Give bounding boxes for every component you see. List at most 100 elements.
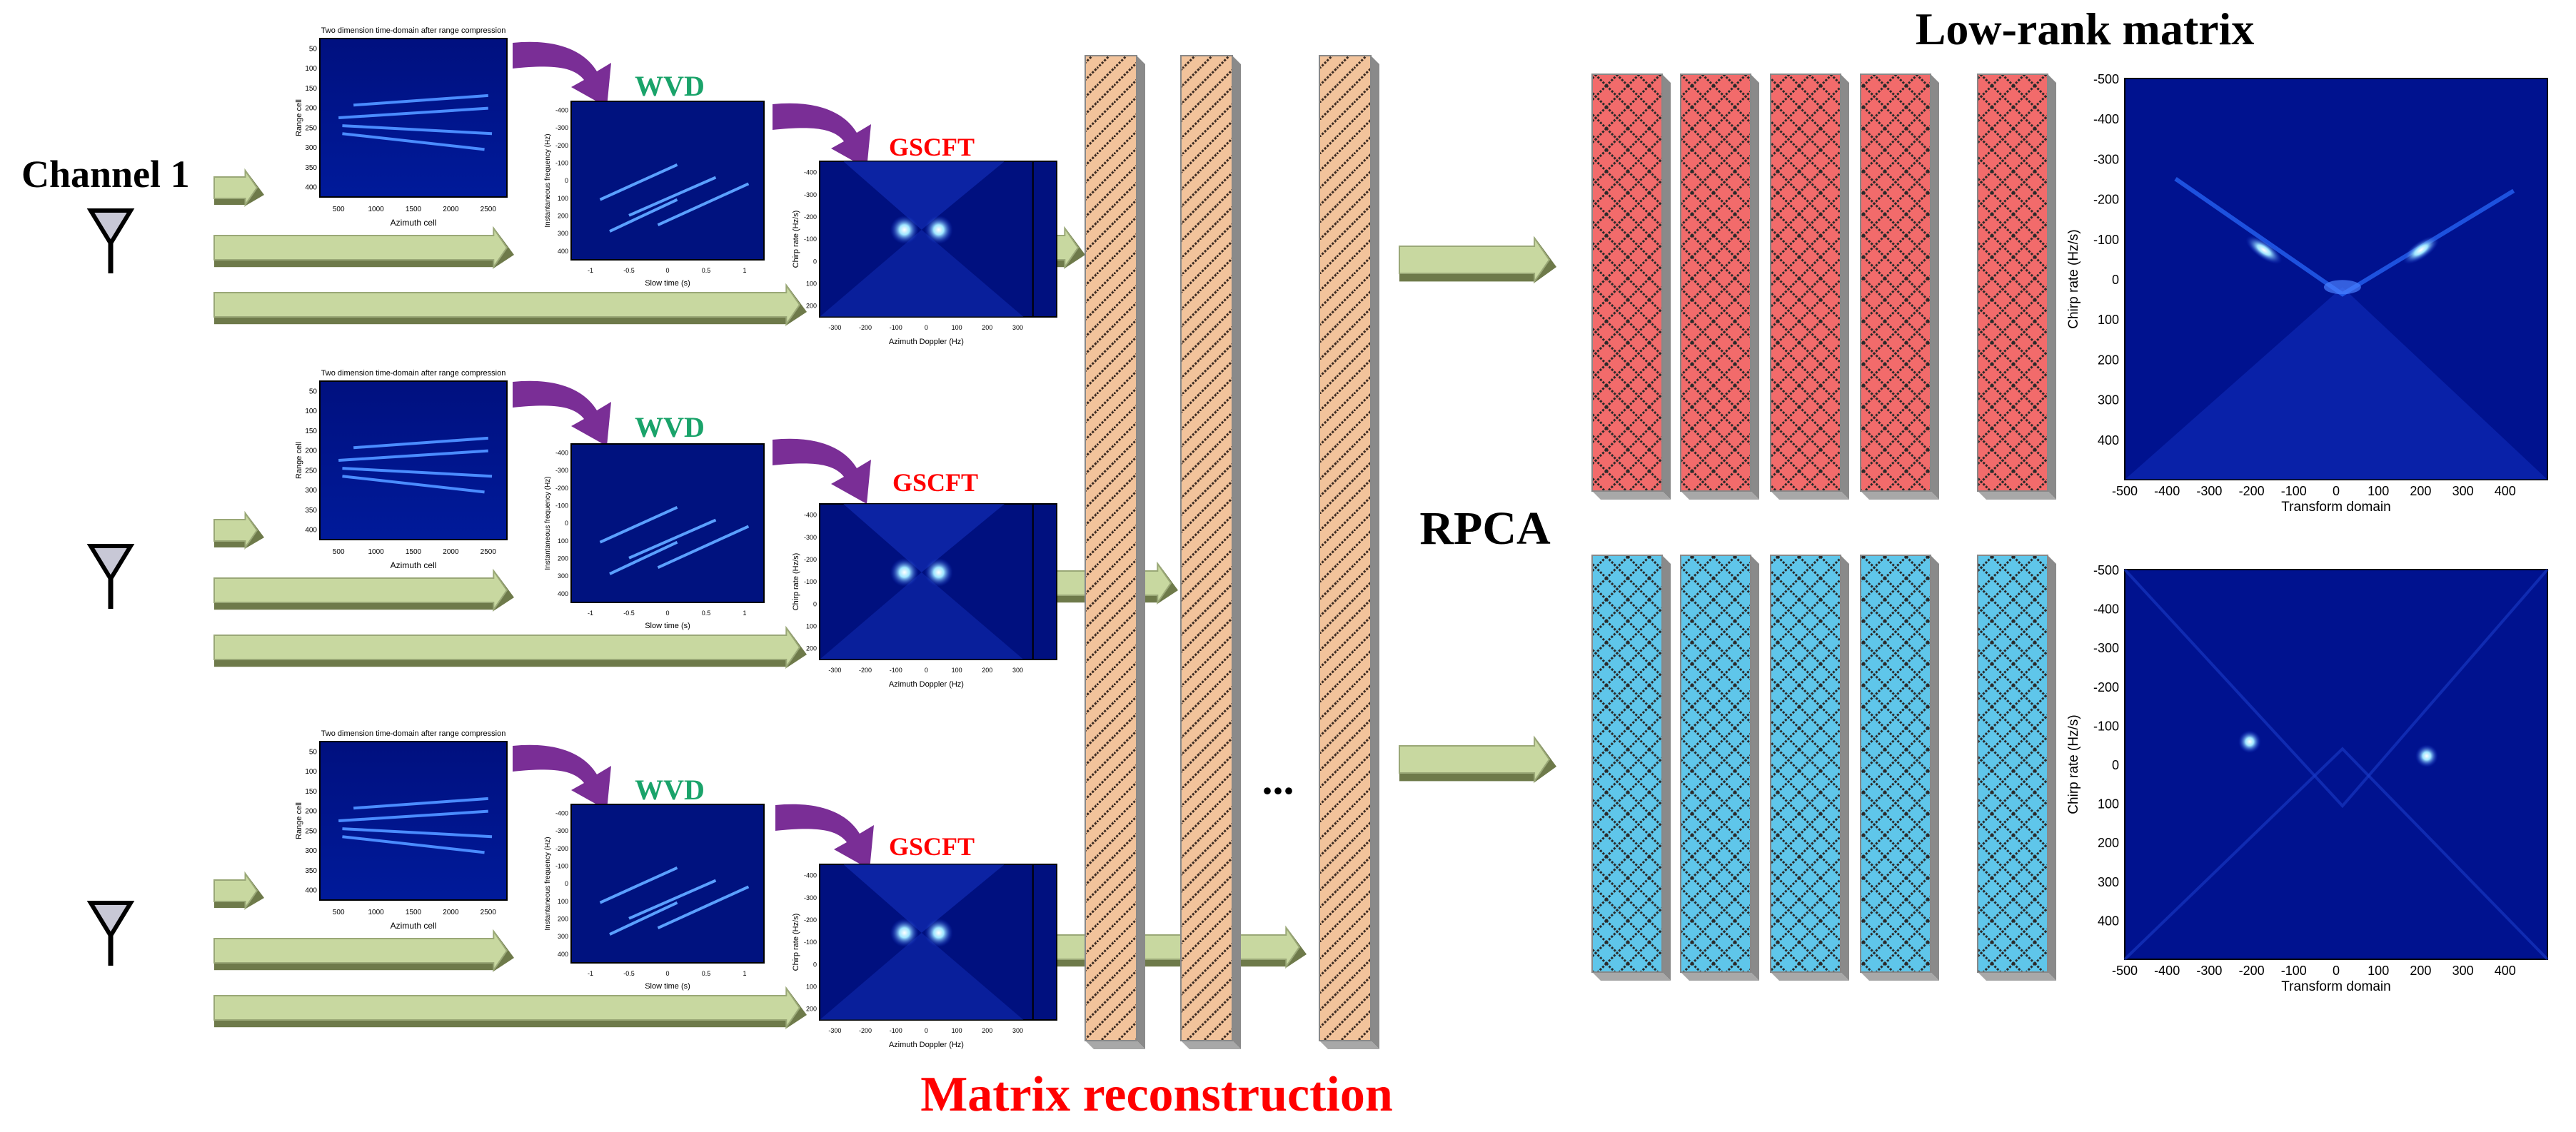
tick-label: 200 bbox=[558, 555, 568, 562]
sparse-column bbox=[1680, 555, 1759, 981]
tick-label: 200 bbox=[2410, 484, 2431, 498]
tick-label: 300 bbox=[2098, 393, 2119, 408]
tick-label: 200 bbox=[982, 667, 992, 674]
tick-label: -300 bbox=[2196, 964, 2222, 978]
tick-label: -400 bbox=[804, 512, 817, 519]
signal-arrow bbox=[213, 283, 807, 327]
tick-label: 100 bbox=[305, 768, 317, 776]
tick-label: 0 bbox=[925, 1027, 928, 1034]
tick-label: -200 bbox=[2093, 680, 2119, 694]
tick-label: -400 bbox=[555, 449, 568, 456]
tick-label: 200 bbox=[2098, 836, 2119, 850]
tick-label: -100 bbox=[804, 236, 817, 243]
reconstruction-column bbox=[1319, 55, 1379, 1049]
tick-label: -300 bbox=[828, 324, 841, 331]
tick-label: -100 bbox=[2093, 719, 2119, 733]
signal-arrow bbox=[213, 929, 514, 973]
tick-label: 2000 bbox=[443, 206, 459, 213]
tick-label: -300 bbox=[555, 827, 568, 834]
tick-label: -0.5 bbox=[623, 610, 635, 617]
tick-label: 0 bbox=[565, 520, 568, 527]
y-axis-label: Instantaneous frequency (Hz) bbox=[544, 837, 552, 930]
tick-label: 200 bbox=[305, 448, 317, 455]
tick-label: 200 bbox=[806, 303, 817, 310]
tick-label: -0.5 bbox=[623, 970, 635, 977]
tick-label: 400 bbox=[558, 951, 568, 958]
tick-label: 350 bbox=[305, 507, 317, 515]
tick-label: -1 bbox=[588, 267, 593, 274]
tick-label: 150 bbox=[305, 428, 317, 435]
tick-label: -400 bbox=[2154, 964, 2180, 978]
tick-label: -100 bbox=[2281, 484, 2307, 498]
y-axis-label: Instantaneous frequency (Hz) bbox=[544, 476, 552, 570]
tick-label: 200 bbox=[982, 1027, 992, 1034]
y-axis-label: Chirp rate (Hz/s) bbox=[792, 211, 800, 268]
tick-label: 50 bbox=[309, 388, 318, 395]
tick-label: 100 bbox=[558, 195, 568, 202]
tick-label: 100 bbox=[558, 898, 568, 905]
tick-label: 150 bbox=[305, 788, 317, 796]
curved-arrow bbox=[773, 438, 871, 504]
tick-label: 100 bbox=[305, 408, 317, 415]
tick-label: 100 bbox=[952, 1027, 962, 1034]
tick-label: 0 bbox=[665, 267, 669, 274]
tick-label: 100 bbox=[305, 65, 317, 73]
tick-label: 50 bbox=[309, 45, 318, 53]
tick-label: -400 bbox=[555, 106, 568, 113]
tick-label: 1 bbox=[743, 610, 746, 617]
tick-label: -1 bbox=[588, 610, 593, 617]
tick-label: 300 bbox=[305, 487, 317, 495]
tick-label: -400 bbox=[2154, 484, 2180, 498]
plot-title: Two dimension time-domain after range co… bbox=[321, 369, 506, 378]
range-compression-plot: Two dimension time-domain after range co… bbox=[295, 26, 508, 228]
x-axis-label: Transform domain bbox=[2281, 500, 2390, 515]
tick-label: -300 bbox=[804, 534, 817, 541]
tick-label: -0.5 bbox=[623, 267, 635, 274]
signal-arrow bbox=[1399, 735, 1556, 784]
tick-label: 1500 bbox=[406, 909, 422, 916]
tick-label: 500 bbox=[333, 548, 345, 556]
tick-label: 300 bbox=[305, 144, 317, 152]
x-axis-label: Transform domain bbox=[2281, 979, 2390, 994]
x-axis-label: Azimuth cell bbox=[391, 560, 437, 570]
wvd-label: WVD bbox=[635, 774, 705, 806]
tick-label: 400 bbox=[2098, 914, 2119, 928]
tick-label: -200 bbox=[859, 667, 872, 674]
wvd-plot: Slow time (s)Instantaneous frequency (Hz… bbox=[544, 101, 765, 288]
tick-label: 300 bbox=[2452, 484, 2474, 498]
tick-label: -300 bbox=[2093, 152, 2119, 166]
low-rank-column bbox=[1680, 74, 1759, 500]
signal-arrow bbox=[1399, 236, 1556, 284]
low-rank-column bbox=[1977, 74, 2056, 500]
tick-label: 1 bbox=[743, 970, 746, 977]
gscft-plot: Azimuth Doppler (Hz) Chirp rate (Hz/s) -30… bbox=[792, 161, 1057, 346]
tick-label: 100 bbox=[952, 324, 962, 331]
tick-label: 100 bbox=[2098, 313, 2119, 327]
tick-label: 300 bbox=[1012, 324, 1023, 331]
tick-label: -200 bbox=[859, 1027, 872, 1034]
tick-label: -300 bbox=[828, 1027, 841, 1034]
x-axis-label: Azimuth Doppler (Hz) bbox=[889, 338, 964, 346]
tick-label: 2500 bbox=[481, 909, 497, 916]
y-axis-label: Chirp rate (Hz/s) bbox=[792, 553, 800, 611]
curved-arrow bbox=[775, 804, 874, 869]
channel-1-label: Channel 1 bbox=[21, 153, 190, 196]
tick-label: 200 bbox=[558, 212, 568, 219]
tick-label: 200 bbox=[2098, 353, 2119, 367]
x-axis-label: Azimuth cell bbox=[391, 921, 437, 931]
antenna-icon bbox=[86, 901, 135, 966]
y-axis-label: Chirp rate (Hz/s) bbox=[2066, 714, 2081, 814]
gscft-label: GSCFT bbox=[892, 468, 978, 497]
tick-label: 0 bbox=[925, 324, 928, 331]
gscft-plot: Azimuth Doppler (Hz)Chirp rate (Hz/s)-30… bbox=[792, 864, 1057, 1049]
curved-arrow bbox=[773, 103, 871, 168]
signal-arrow bbox=[213, 510, 264, 550]
tick-label: 400 bbox=[558, 248, 568, 255]
tick-label: 0.5 bbox=[702, 610, 711, 617]
tick-label: 0 bbox=[813, 961, 817, 968]
channel-plots: Two dimension time-domain after range co… bbox=[295, 26, 1057, 1049]
tick-label: -100 bbox=[890, 1027, 902, 1034]
tick-label: 400 bbox=[305, 527, 317, 535]
